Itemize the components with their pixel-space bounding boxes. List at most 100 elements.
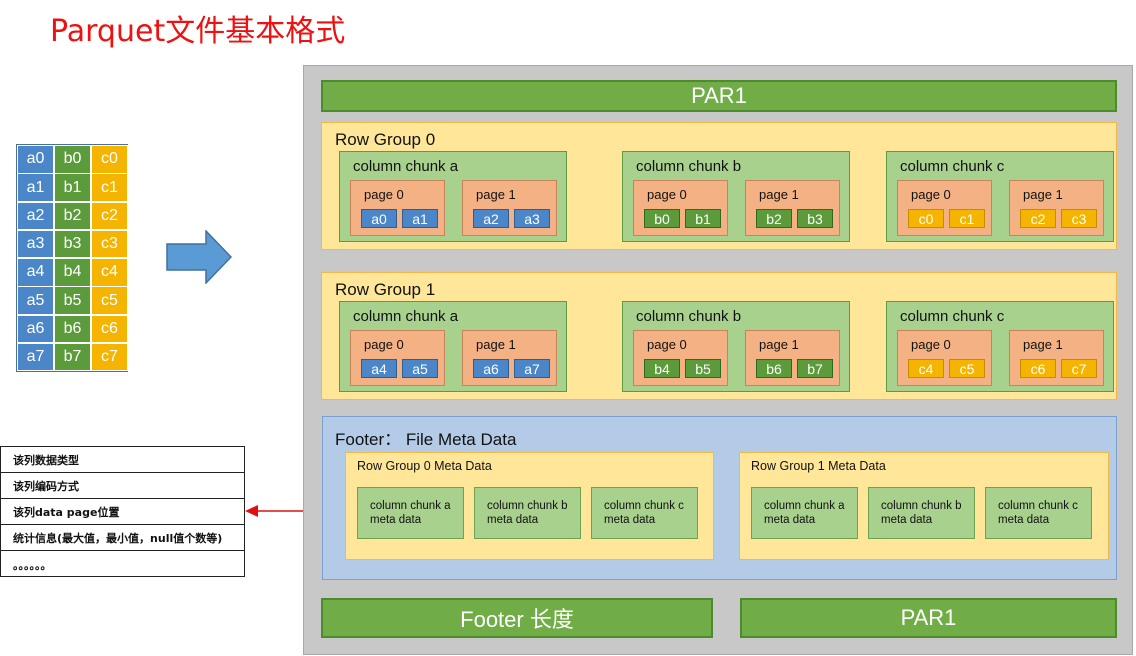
column-chunk-label: column chunk a: [353, 308, 459, 325]
table-cell: a5: [17, 286, 54, 315]
metadata-list-item: 。。。。。。: [13, 558, 52, 572]
table-cell: c0: [91, 145, 128, 174]
table-cell: b0: [54, 145, 91, 174]
table-cell: a7: [17, 342, 54, 372]
table-cell: b4: [54, 258, 91, 287]
header-magic-bar: PAR1: [321, 80, 1117, 112]
data-page: page 0 b0 b1: [633, 180, 728, 236]
data-page: page 1 b2 b3: [745, 180, 840, 236]
page-value: a0: [361, 209, 397, 228]
data-page: page 1 b6 b7: [745, 330, 840, 386]
page-value: a5: [402, 359, 438, 378]
table-cell: c1: [91, 173, 128, 202]
page-value: b0: [644, 209, 680, 228]
data-page: page 1 c6 c7: [1009, 330, 1104, 386]
page-value: b4: [644, 359, 680, 378]
meta-line: meta data: [487, 514, 539, 526]
page-value: b1: [685, 209, 721, 228]
row-group-label: Row Group 1: [335, 280, 436, 299]
page-label: page 1: [759, 187, 799, 202]
metadata-list-item: 该列数据类型: [1, 447, 244, 473]
parquet-file: PAR1 Row Group 0 column chunk a page 0 a0 a1…: [303, 65, 1133, 655]
page-value: a3: [514, 209, 550, 228]
table-cell: c4: [91, 258, 128, 287]
table-cell: b1: [54, 173, 91, 202]
page-value: b3: [797, 209, 833, 228]
column-chunk-label: column chunk b: [636, 308, 742, 325]
metadata-list-item: 该列data page位置: [1, 499, 244, 525]
table-cell: b3: [54, 229, 91, 259]
page-label: page 1: [1023, 337, 1063, 352]
meta-line: column chunk c: [998, 500, 1078, 512]
meta-line: column chunk a: [370, 500, 451, 512]
page-value: c5: [949, 359, 985, 378]
page-value: b5: [685, 359, 721, 378]
table-cell: c2: [91, 201, 128, 230]
row-group-meta-label: Row Group 0 Meta Data: [357, 459, 492, 473]
meta-line: column chunk a: [764, 500, 845, 512]
page-value: c6: [1020, 359, 1056, 378]
trailer-magic-bar: PAR1: [740, 598, 1117, 638]
table-cell: c3: [91, 229, 128, 259]
table-cell: b2: [54, 201, 91, 230]
page-value: c1: [949, 209, 985, 228]
page-value: c3: [1061, 209, 1097, 228]
page-label: page 0: [911, 337, 951, 352]
column-chunk-label: column chunk c: [900, 308, 1005, 325]
page-value: c4: [908, 359, 944, 378]
page-label: page 1: [759, 337, 799, 352]
row-group-label: Row Group 0: [335, 130, 436, 149]
meta-line: column chunk c: [604, 500, 684, 512]
table-cell: b6: [54, 314, 91, 343]
page-value: c2: [1020, 209, 1056, 228]
diagram-title: Parquet文件基本格式: [50, 14, 346, 49]
footer-label: Footer： File Meta Data: [335, 430, 517, 449]
column-chunk-label: column chunk c: [900, 158, 1005, 175]
table-cell: a2: [17, 201, 54, 230]
column-chunk-label: column chunk a: [353, 158, 459, 175]
meta-line: column chunk b: [881, 500, 962, 512]
table-cell: b7: [54, 342, 91, 372]
table-cell: c5: [91, 286, 128, 315]
right-arrow-icon: [166, 230, 232, 284]
page-value: b7: [797, 359, 833, 378]
table-cell: a0: [17, 145, 54, 174]
table-cell: a3: [17, 229, 54, 259]
page-value: a6: [473, 359, 509, 378]
page-label: page 1: [476, 187, 516, 202]
column-chunk-label: column chunk b: [636, 158, 742, 175]
footer-file-metadata: Footer： File Meta Data Row Group 0 Meta …: [322, 416, 1117, 580]
meta-line: meta data: [764, 514, 816, 526]
page-label: page 1: [476, 337, 516, 352]
page-label: page 0: [364, 337, 404, 352]
data-page: page 0 c4 c5: [897, 330, 992, 386]
page-value: c7: [1061, 359, 1097, 378]
column-chunk: column chunk b page 0 b0 b1 page 1 b2 b3: [622, 151, 850, 242]
table-cell: c6: [91, 314, 128, 343]
page-value: b2: [756, 209, 792, 228]
metadata-list-item: 该列编码方式: [1, 473, 244, 499]
page-value: a1: [402, 209, 438, 228]
page-value: b6: [756, 359, 792, 378]
table-cell: c7: [91, 342, 128, 372]
column-chunk-meta-data: column chunk a meta data: [751, 487, 858, 539]
page-label: page 1: [1023, 187, 1063, 202]
page-label: page 0: [647, 187, 687, 202]
table-cell: a4: [17, 258, 54, 287]
table-cell: a1: [17, 173, 54, 202]
data-page: page 1 c2 c3: [1009, 180, 1104, 236]
